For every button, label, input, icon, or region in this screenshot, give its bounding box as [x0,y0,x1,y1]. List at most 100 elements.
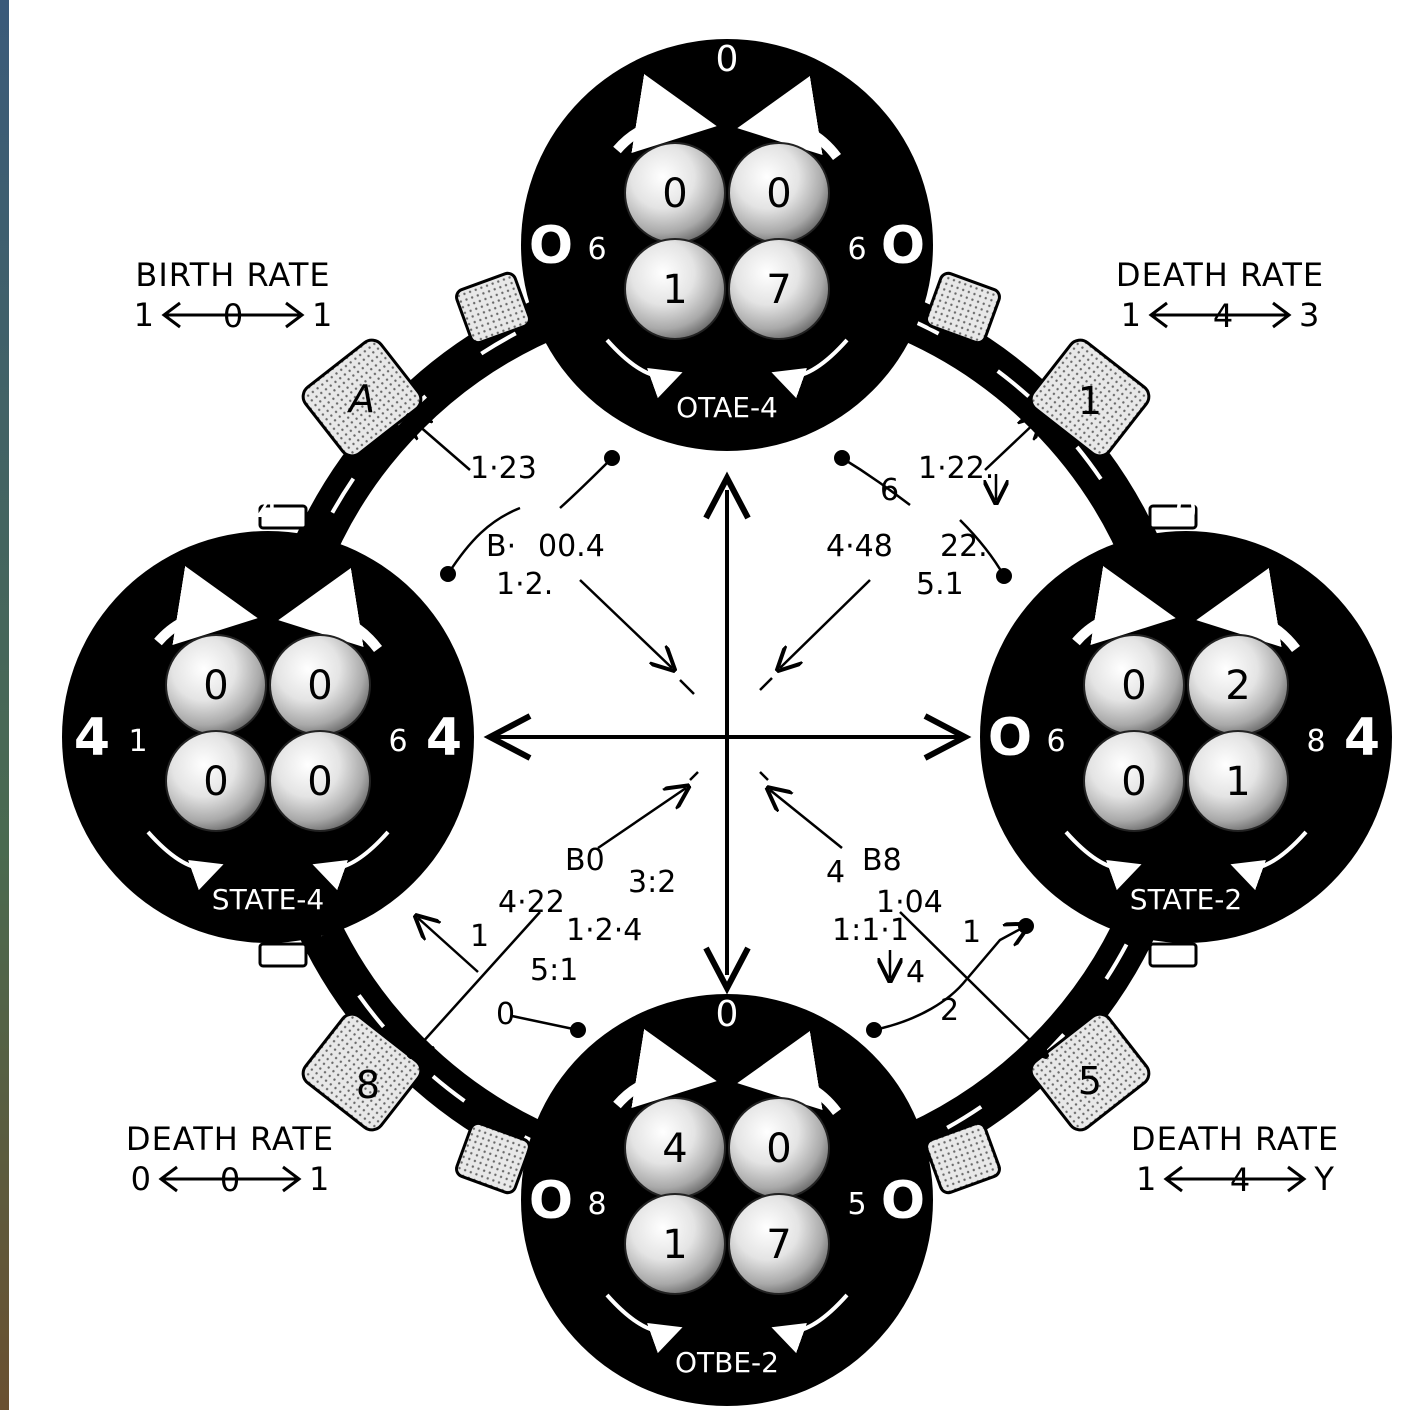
state-node-right: 0 2 0 1 [980,531,1392,943]
ring-box-ur-text: 1 [1078,379,1102,423]
legend-right-value: 1 [309,1160,330,1198]
ann-ll-2: 4·22 [498,885,565,920]
ring-box-upper-left: A [301,338,423,458]
ann-ll-1: 3:2 [628,865,676,900]
legend-scale: 1 4 3 [1110,296,1330,334]
ring-box-ll-text: 8 [356,1063,380,1107]
node-left-big-number: O [529,1171,573,1231]
curved-arrow-icon [605,1293,683,1354]
ball-number: 2 [1225,663,1250,709]
legend-left-value: 1 [1120,296,1141,334]
legend-bottom-left: DEATH RATE 0 0 1 [120,1120,340,1198]
ring-box-lr-small [925,1121,1001,1195]
ann-lr-2: 1·04 [876,885,943,920]
arrow-up-icon [703,471,751,520]
node-right-big-number: O [881,216,925,276]
legend-scale: 1 0 1 [128,296,338,334]
node-right-small-number: 6 [388,724,407,759]
ann-ll-4: 1 [470,919,489,954]
curved-arrow-icon [605,338,683,399]
ball [269,730,371,832]
node-disc [980,531,1392,943]
thick-curved-arrow-icon [1196,568,1300,653]
ball [1083,730,1185,832]
thick-curved-arrow-icon [737,1031,841,1116]
thick-curved-arrow-icon [1072,566,1176,646]
legend-bottom-right: DEATH RATE 1 4 Y [1110,1120,1360,1198]
annotation-dots [440,450,1034,1038]
node-right-big-number: 4 [426,708,462,768]
arrow-right-icon [923,713,972,761]
node-left-small-number: 1 [128,724,147,759]
legend-left-value: 1 [1136,1160,1157,1198]
node-right-big-number: 4 [1344,708,1380,768]
ann-lr-6: 2 [940,993,959,1028]
ring-box-ul-small [455,271,531,345]
node-left-big-number: 4 [74,708,110,768]
curved-arrow-icon [146,830,224,891]
ring-box-lower-left: 8 [301,1012,423,1132]
legend-mid-value: 0 [220,1161,240,1197]
ann-ur-4: 5.1 [916,567,964,602]
legend-top-right: DEATH RATE 1 4 3 [1110,256,1330,334]
legend-right-value: 3 [1299,296,1320,334]
ball [728,1193,830,1295]
node-right-small-number: 6 [847,232,866,267]
ball-number: 0 [1121,663,1146,709]
ball [165,730,267,832]
node-top-number: 0 [716,39,739,80]
ball-number: 1 [662,267,687,313]
ann-lr-4: 1 [962,915,981,950]
ann-ul-1: B· [486,529,516,564]
ball-number: 1 [1225,759,1250,805]
node-top-number: 0 [716,994,739,1035]
ann-ll-6: 0 [496,997,515,1032]
legend-mid-value: 4 [1213,297,1233,333]
double-arrow-icon: 0 [158,1161,302,1197]
node-state-label: OTBE-2 [675,1346,779,1379]
ball-number: 4 [662,1126,687,1172]
thick-curved-arrow-icon [737,76,841,161]
node-state-label: OTAE-4 [676,391,778,424]
legend-scale: 1 4 Y [1110,1160,1360,1198]
double-arrow-icon: 4 [1163,1161,1307,1197]
ball-number: 0 [1121,759,1146,805]
legend-label: DEATH RATE [125,1120,335,1158]
thick-curved-arrow-icon [613,74,717,154]
node-state-label: STATE-4 [212,883,324,916]
legend-label: DEATH RATE [1115,256,1325,294]
node-top-number: 4 [257,491,280,532]
ann-ul-2: 00.4 [538,529,605,564]
ball-number: 0 [766,1126,791,1172]
ball [1187,730,1289,832]
ball-number: 0 [307,663,332,709]
ann-ll-0: B0 [565,843,605,878]
node-top-number: 0 [1175,491,1198,532]
node-left-big-number: O [529,216,573,276]
ball [728,238,830,340]
legend-mid-value: 4 [1230,1161,1250,1197]
legend-label: BIRTH RATE [135,256,331,294]
node-left-big-number: O [988,708,1032,768]
ring-box-lower-right: 5 [1029,1012,1151,1132]
ring-connector-left-top [258,504,308,530]
diagonal-arrows [410,418,1044,1054]
ball-number: 0 [662,171,687,217]
double-arrow-icon: 4 [1148,297,1292,333]
node-disc [521,994,933,1406]
ann-lr-1: B8 [862,843,902,878]
node-left-small-number: 6 [1046,724,1065,759]
ring-connector-left-bottom [258,942,308,968]
ball [624,1193,726,1295]
legend-right-value: Y [1314,1160,1334,1198]
ring-box-ul-text: A [346,377,375,421]
ann-ul-3: 1·2. [496,567,553,602]
curved-arrow-icon [771,338,849,399]
ball-number: 1 [662,1222,687,1268]
ann-lr-0: 4 [826,855,845,890]
thick-curved-arrow-icon [613,1029,717,1109]
